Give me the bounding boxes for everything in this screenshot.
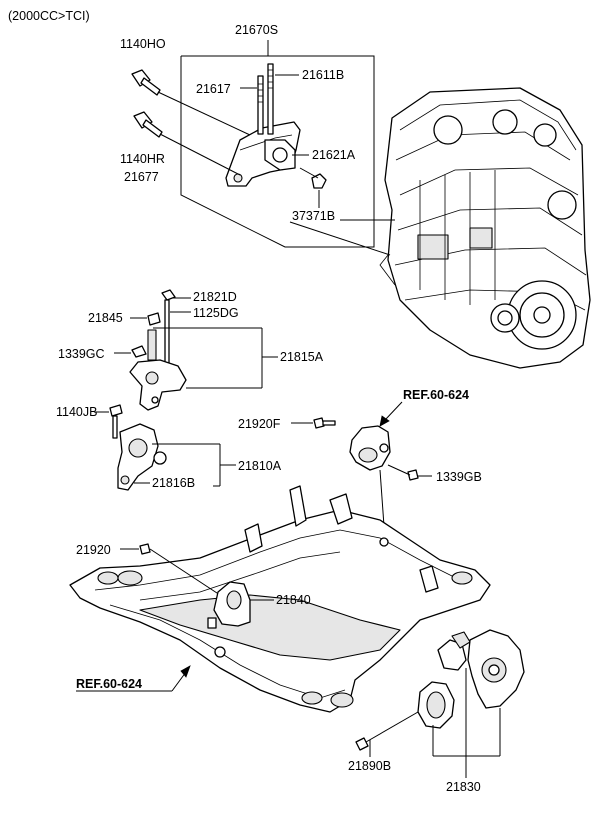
nut-1339GC — [131, 345, 147, 358]
bracket-21830 — [467, 629, 525, 709]
label-21920: 21920 — [76, 543, 111, 557]
engine-block — [379, 87, 591, 369]
bolt-1140HO — [131, 69, 251, 136]
label-21920F: 21920F — [238, 417, 281, 431]
label-21810A: 21810A — [238, 459, 282, 473]
label-21821D: 21821D — [193, 290, 237, 304]
bracket-21815A — [129, 329, 187, 411]
label-1140HO: 1140HO — [120, 37, 166, 51]
mount-21840 — [207, 581, 251, 629]
bracket-group-box — [180, 40, 375, 248]
label-21670S: 21670S — [235, 23, 278, 37]
bolt-21920 — [139, 543, 221, 596]
label-1339GC: 1339GC — [58, 347, 105, 361]
bolt-1140JB — [109, 404, 123, 439]
label-21840: 21840 — [276, 593, 311, 607]
label-21845: 21845 — [88, 311, 123, 325]
ref-label-top: REF.60-624 — [403, 388, 469, 402]
label-1140JB: 1140JB — [56, 405, 97, 419]
nut-1339GB — [407, 469, 419, 481]
label-21890B: 21890B — [348, 759, 391, 773]
bolt-1140HR — [133, 111, 241, 176]
variant-label: (2000CC>TCI) — [8, 9, 90, 23]
label-37371B: 37371B — [292, 209, 335, 223]
mount-21810A — [117, 423, 167, 491]
label-1339GB: 1339GB — [436, 470, 482, 484]
nut-21845 — [147, 312, 161, 326]
ref-label-bottom: REF.60-624 — [76, 677, 142, 691]
stud-21611B — [267, 63, 274, 135]
label-1125DG: 1125DG — [193, 306, 239, 320]
label-21621A: 21621A — [312, 148, 356, 162]
label-21677: 21677 — [124, 170, 159, 184]
nut-37371B — [299, 167, 327, 189]
bolt-21890B — [355, 711, 419, 751]
stud-21617 — [257, 75, 264, 135]
label-21830: 21830 — [446, 780, 481, 794]
label-21816B: 21816B — [152, 476, 195, 490]
insulator-21830 — [437, 631, 471, 671]
bolt-21920F — [313, 417, 336, 429]
label-21617: 21617 — [196, 82, 231, 96]
bushing-21830 — [417, 681, 455, 729]
bracket-21920F-mount — [349, 425, 391, 471]
label-21611B: 21611B — [302, 68, 344, 82]
label-1140HR: 1140HR — [120, 152, 165, 166]
label-21815A: 21815A — [280, 350, 324, 364]
